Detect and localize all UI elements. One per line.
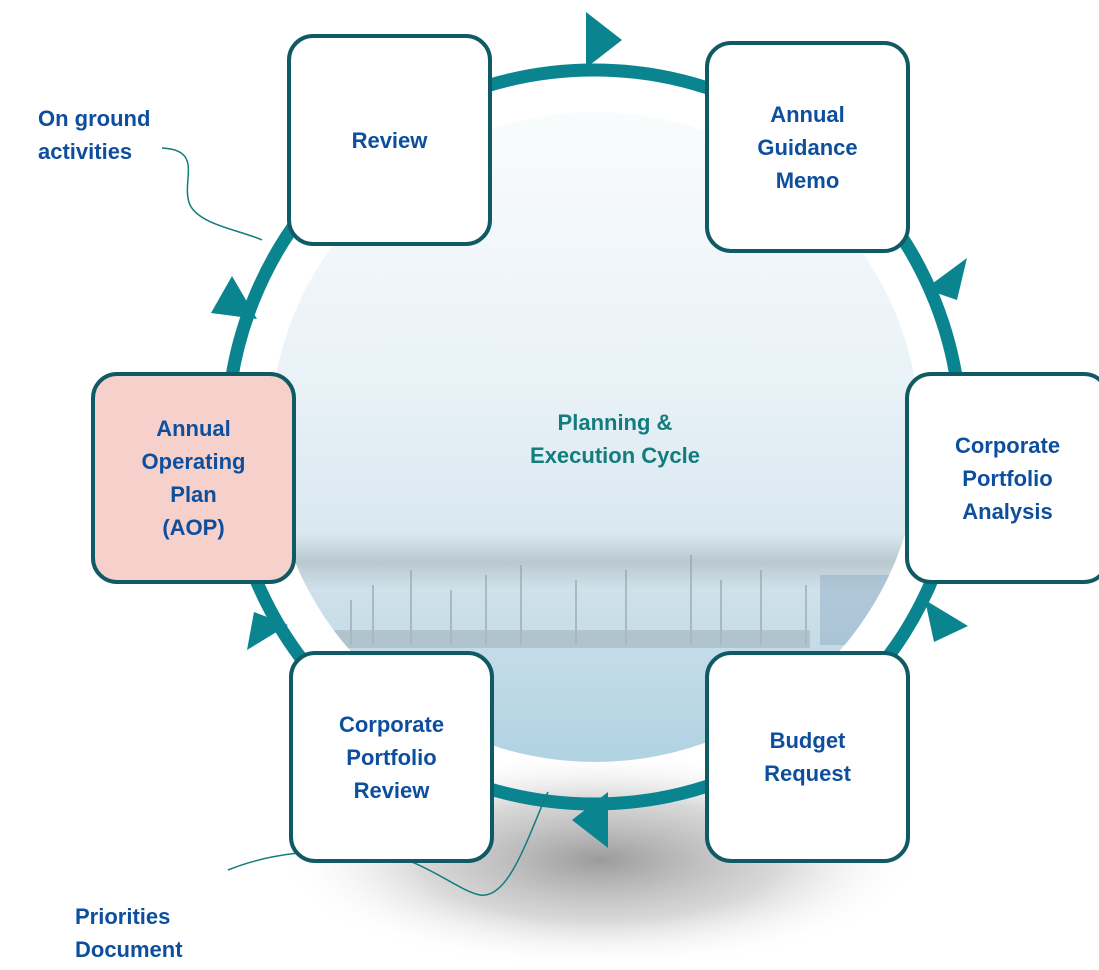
on-ground-connector (161, 147, 263, 241)
callout-on-ground-activities: On ground activities (38, 106, 151, 164)
stage-review: Review (287, 34, 492, 246)
arrowhead-lower-left-icon (247, 612, 288, 650)
stage-corporate-portfolio-analysis-label: Corporate Portfolio Analysis (954, 432, 1061, 524)
stage-review-label: Review (351, 127, 428, 153)
arrowhead-upper-left-icon (211, 276, 257, 319)
stage-budget-request-label: Budget Request (764, 728, 851, 786)
arrowhead-top-icon (586, 12, 622, 68)
arrowhead-upper-right-icon (925, 258, 967, 300)
stage-annual-operating-plan-label: Annual Operating Plan (AOP) (141, 416, 246, 540)
stage-corporate-portfolio-analysis: Corporate Portfolio Analysis (905, 372, 1099, 584)
arrowhead-bottom-icon (572, 792, 608, 848)
stage-corporate-portfolio-review: Corporate Portfolio Review (289, 651, 494, 863)
stage-annual-operating-plan: Annual Operating Plan (AOP) (91, 372, 296, 584)
stage-annual-guidance-memo-label: Annual Guidance Memo (757, 101, 858, 193)
arrowhead-lower-right-icon (925, 600, 968, 642)
cycle-title: Planning & Execution Cycle (530, 410, 700, 468)
stage-annual-guidance-memo: Annual Guidance Memo (705, 41, 910, 253)
priorities-connector (227, 791, 549, 896)
stage-corporate-portfolio-review-label: Corporate Portfolio Review (338, 711, 445, 803)
callout-priorities-document: Priorities Document (75, 904, 183, 962)
stage-budget-request: Budget Request (705, 651, 910, 863)
